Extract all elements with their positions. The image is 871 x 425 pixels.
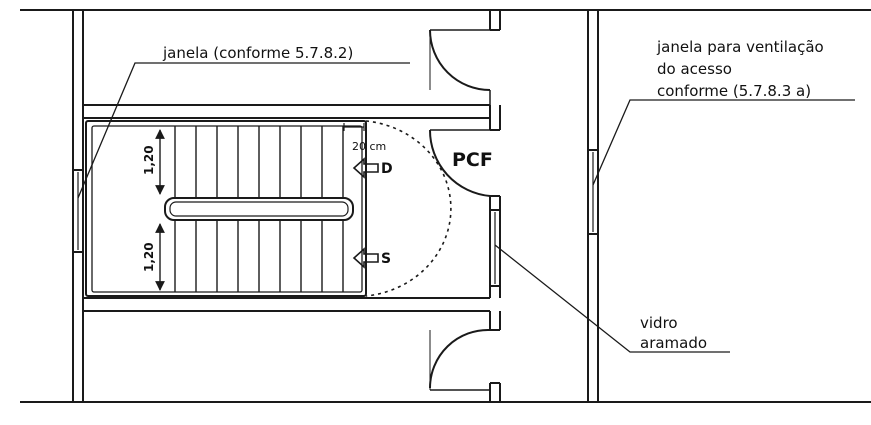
stair-well — [85, 120, 367, 297]
janela-label: janela (conforme 5.7.8.2) — [162, 44, 353, 62]
pcf-label: PCF — [452, 149, 493, 171]
door-upper — [429, 29, 491, 105]
central-handrail-inner — [169, 201, 349, 217]
vidro-label-line2: aramado — [640, 334, 707, 352]
down-arrow-icon — [352, 157, 379, 179]
door-lower — [429, 328, 491, 391]
up-arrow-icon — [352, 247, 379, 269]
door-pcf — [428, 129, 491, 197]
dim-20cm-label: 20 cm — [352, 140, 386, 153]
dim-bottom-label: 1,20 — [142, 242, 156, 272]
upper-flight-treads — [174, 126, 344, 198]
leader-janela — [77, 62, 410, 199]
dim-top-label: 1,20 — [142, 145, 156, 175]
top-enclosure-wall — [83, 104, 490, 119]
right-inner-wall — [489, 10, 501, 402]
janela-vent-label-line1: janela para ventilação — [656, 38, 824, 56]
dim-20cm-mark — [343, 123, 365, 131]
lower-flight-treads — [174, 220, 344, 292]
janela-vent-label-line2: do acesso — [657, 60, 732, 78]
central-handrail — [164, 197, 354, 221]
bottom-enclosure-wall — [83, 297, 490, 312]
stair-well-inner — [91, 125, 363, 293]
clearance-arc — [365, 120, 452, 297]
janela-vent-label-line3: conforme (5.7.8.3 a) — [657, 82, 811, 100]
leader-vidro — [494, 244, 730, 353]
up-label: S — [381, 251, 391, 267]
leader-janela-vent — [592, 99, 855, 186]
down-label: D — [381, 161, 393, 177]
vidro-label-line1: vidro — [640, 314, 678, 332]
